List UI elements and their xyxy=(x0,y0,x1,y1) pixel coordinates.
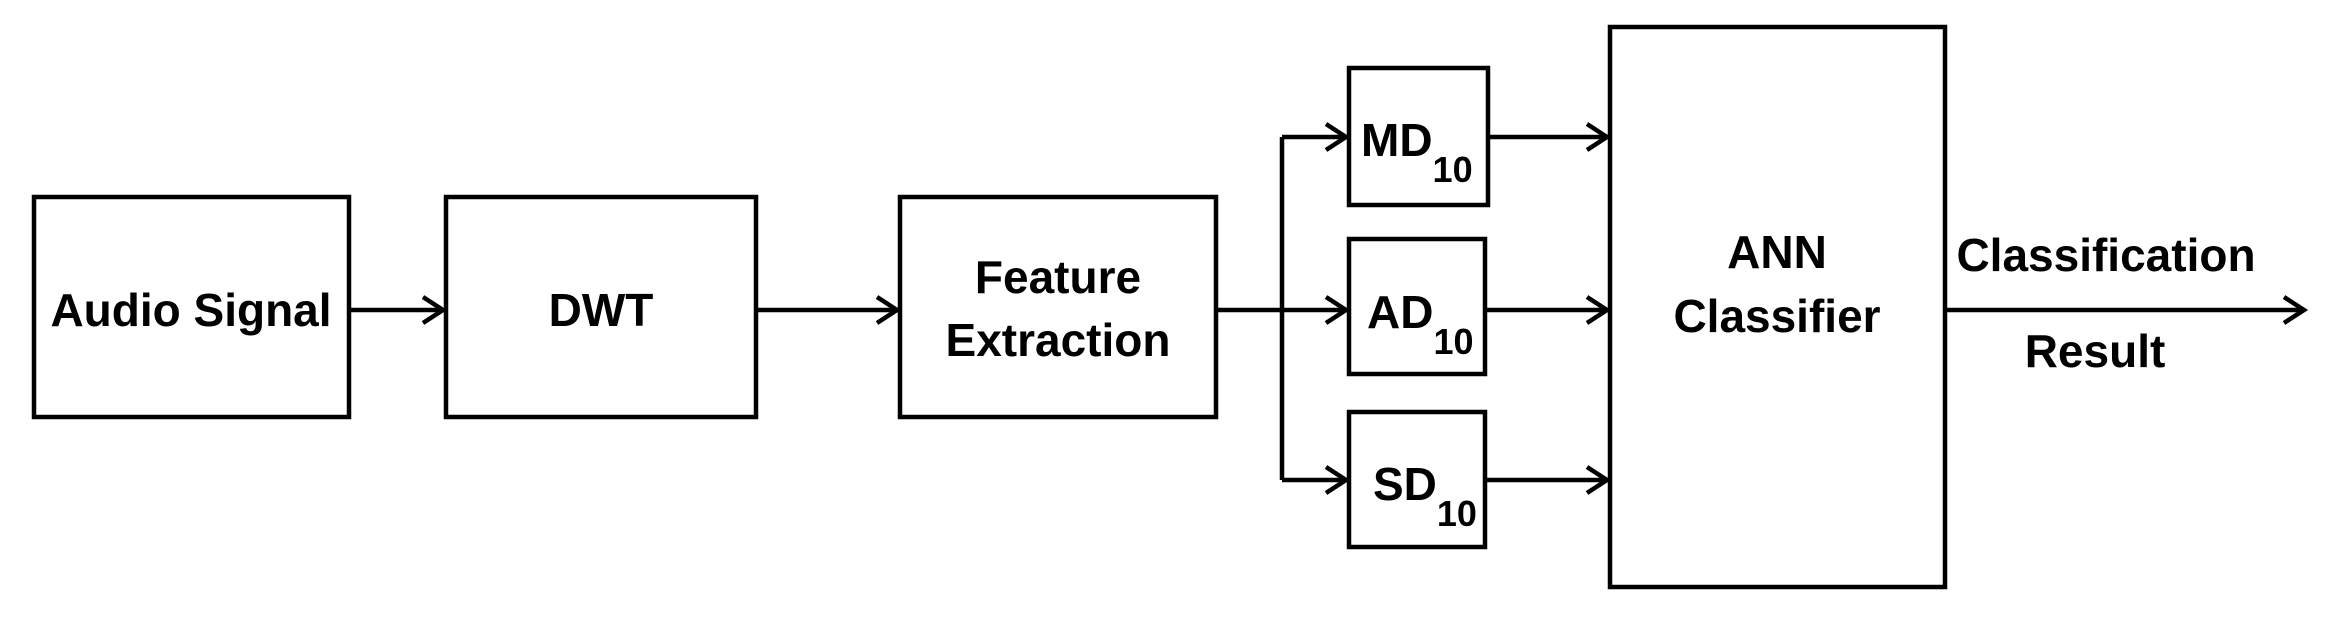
arrow-ann-to-output xyxy=(1945,295,2309,325)
arrow-dwt-to-feature xyxy=(756,295,902,325)
arrow-md-to-ann xyxy=(1488,122,1612,152)
ad-label-subscript: 10 xyxy=(1433,321,1473,362)
feature-extraction-box xyxy=(897,194,1219,420)
sd-label-main: SD xyxy=(1373,458,1437,510)
md-label-subscript: 10 xyxy=(1433,149,1473,190)
feature-extraction-label-line2: Extraction xyxy=(946,314,1171,366)
output-label-line1: Classification xyxy=(1956,229,2255,281)
ad-label-main: AD xyxy=(1367,286,1433,338)
arrow-sd-to-ann xyxy=(1485,465,1612,495)
feature-extraction-label-line1: Feature xyxy=(975,251,1141,303)
ad-box xyxy=(1346,236,1488,377)
ann-classifier-box xyxy=(1607,24,1948,590)
ann-classifier-label-line1: ANN xyxy=(1727,226,1827,278)
sd-label: SD10 xyxy=(1373,458,1477,534)
ann-classifier-label-line2: Classifier xyxy=(1673,290,1880,342)
sd-box xyxy=(1346,409,1488,550)
sd-label-subscript: 10 xyxy=(1437,493,1477,534)
audio-signal-box xyxy=(31,194,352,420)
audio-signal-label: Audio Signal xyxy=(50,284,331,336)
ad-label: AD10 xyxy=(1367,286,1474,362)
dwt-label: DWT xyxy=(549,284,654,336)
arrow-ad-to-ann xyxy=(1485,295,1612,325)
md-label: MD10 xyxy=(1361,114,1473,190)
md-label-main: MD xyxy=(1361,114,1433,166)
fanout-feature-to-statistics xyxy=(1216,122,1351,495)
output-label-line2: Result xyxy=(2025,325,2166,377)
md-box xyxy=(1346,65,1491,208)
arrow-audio-to-dwt xyxy=(349,295,448,325)
dwt-box xyxy=(443,194,759,420)
